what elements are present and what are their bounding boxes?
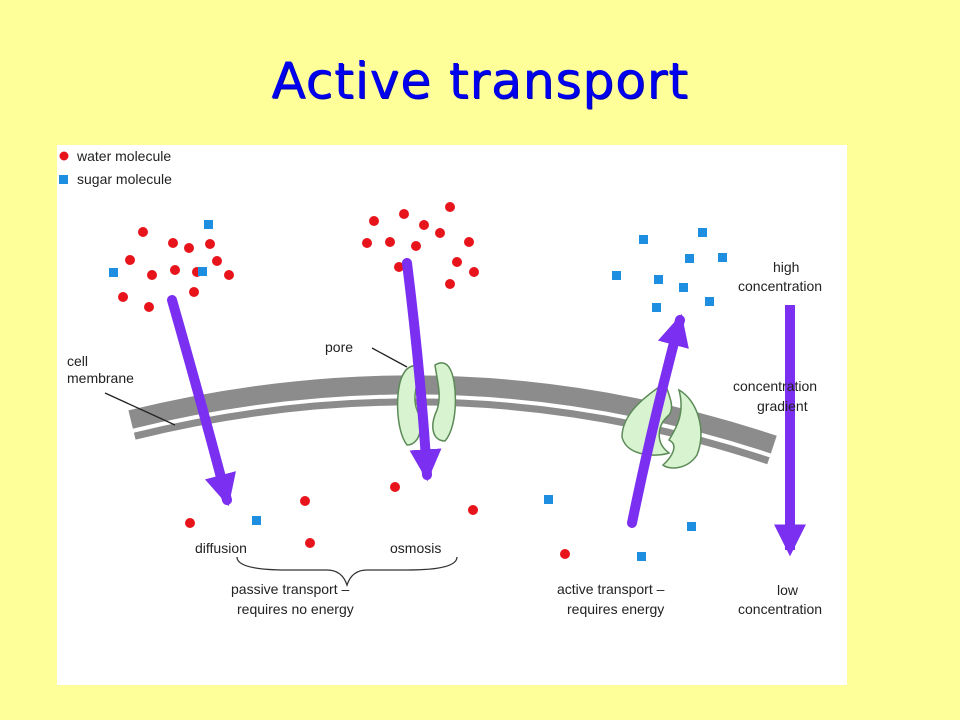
- water-molecules: [118, 202, 570, 559]
- legend-sugar-label: sugar molecule: [77, 171, 172, 187]
- active-label-line1: active transport –: [557, 581, 665, 597]
- legend-sugar-icon: [59, 175, 68, 184]
- legend-water-label: water molecule: [76, 148, 171, 164]
- membrane-pointer: [104, 392, 176, 426]
- diffusion-arrow: [167, 295, 236, 507]
- sugar-molecules: [109, 220, 727, 561]
- slide-title: Active transport: [271, 52, 689, 110]
- legend-water-icon: [59, 151, 69, 161]
- diffusion-label: diffusion: [195, 540, 247, 556]
- osmosis-arrow: [402, 258, 442, 482]
- passive-label-line1: passive transport –: [231, 581, 349, 597]
- cell-label: cell: [67, 353, 88, 369]
- gradient-label-line1: concentration: [733, 378, 817, 394]
- pore-pointer: [371, 347, 408, 368]
- passive-bracket: [236, 556, 458, 588]
- pore-label: pore: [325, 339, 353, 355]
- active-label-line2: requires energy: [567, 601, 664, 617]
- transport-diagram: water molecule sugar molecule cell membr…: [59, 148, 822, 617]
- diagram-panel: water molecule sugar molecule cell membr…: [57, 145, 847, 685]
- osmosis-label: osmosis: [390, 540, 441, 556]
- gradient-label-line2: gradient: [757, 398, 808, 414]
- passive-label-line2: requires no energy: [237, 601, 354, 617]
- low-label: low: [777, 582, 799, 598]
- membrane-label: membrane: [67, 370, 134, 386]
- high-label: high: [773, 259, 799, 275]
- low-concentration-label: concentration: [738, 601, 822, 617]
- active-transport-arrow: [627, 313, 689, 528]
- high-concentration-label: concentration: [738, 278, 822, 294]
